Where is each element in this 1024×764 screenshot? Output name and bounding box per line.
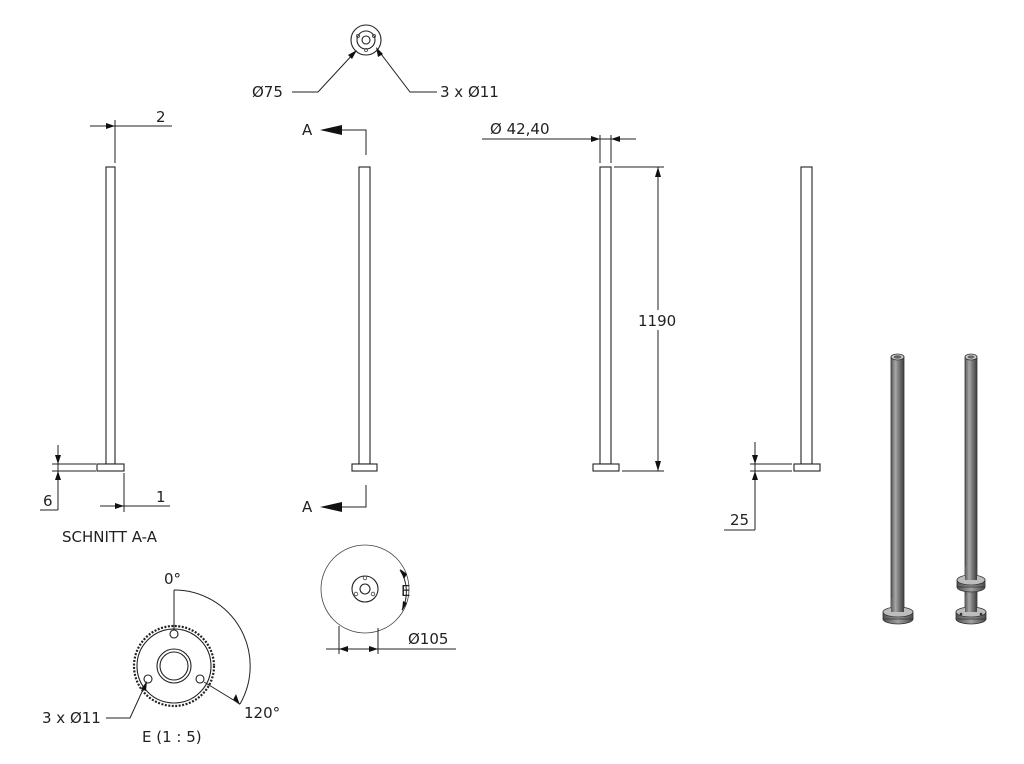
angle-end: 120° [244,704,280,722]
section-marker-top: A [302,121,313,139]
dim-plate-height: 25 [730,511,749,529]
iso-view-left [882,353,914,625]
angle-start: 0° [164,570,181,588]
top-view: Ø75 3 x Ø11 [252,24,499,101]
side-view: Ø 42,40 1190 [482,120,680,472]
section-marker-bottom: A [302,498,313,516]
detail-label: E (1 : 5) [142,728,202,746]
dim-plate-thickness: 6 [43,492,53,510]
dim-height: 1190 [638,312,676,330]
dim-tube-diameter: Ø 42,40 [490,120,550,138]
section-view: 2 6 1 SCHNITT A-A [40,108,172,546]
dim-wall: 2 [156,108,166,126]
right-view: 25 [724,166,821,531]
dim-offset: 1 [156,488,166,506]
detail-view: 0° 120° 3 x Ø11 E (1 : 5) [42,570,280,746]
section-label: SCHNITT A-A [62,528,158,546]
bottom-view: E Ø105 [320,544,456,654]
dim-bolt-circle: Ø75 [252,83,283,101]
dim-plate-diameter: Ø105 [408,630,448,648]
detail-marker: E [401,582,410,600]
dim-holes-detail: 3 x Ø11 [42,709,101,727]
dim-holes-top: 3 x Ø11 [440,83,499,101]
iso-view-right [955,353,987,625]
front-view: A A [302,121,378,516]
